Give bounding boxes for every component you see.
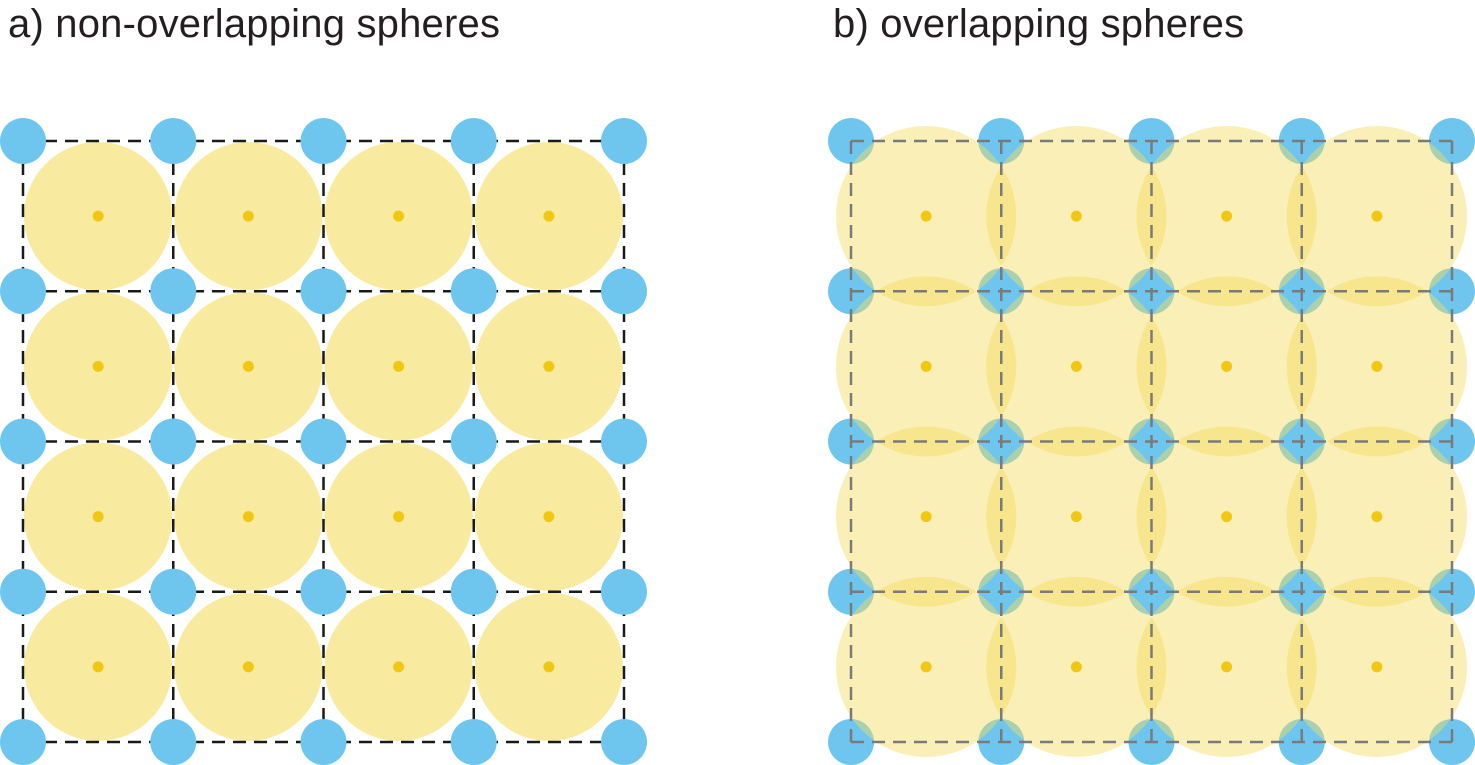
lattice-node [601, 268, 647, 315]
sphere-center-dot [92, 661, 104, 673]
lattice-node [150, 268, 197, 315]
sphere-center-dot [242, 360, 254, 372]
sphere-center-dot [242, 210, 254, 222]
center-dot-group [92, 210, 555, 673]
lattice-node [601, 418, 647, 465]
lattice-node [300, 268, 347, 315]
panel-b-title: b) overlapping spheres [833, 2, 1245, 46]
sphere-center-dot [543, 360, 555, 372]
sphere-center-dot [1221, 360, 1233, 372]
sphere-center-dot [1371, 661, 1383, 673]
sphere-center-dot [92, 360, 104, 372]
sphere-center-dot [393, 661, 405, 673]
sphere-center-dot [1221, 511, 1233, 523]
sphere-center-dot [920, 511, 932, 523]
lattice-node [300, 719, 347, 765]
lattice-node [0, 719, 46, 765]
grid-lines [849, 139, 1454, 744]
sphere-center-dot [1371, 210, 1383, 222]
sphere-center-dot [543, 210, 555, 222]
sphere-center-dot [920, 661, 932, 673]
lattice-node [0, 418, 46, 465]
lattice-node [300, 118, 347, 164]
sphere-center-dot [1070, 360, 1082, 372]
lattice-node [450, 719, 497, 765]
sphere-center-dot [543, 661, 555, 673]
sphere-center-dot [393, 360, 405, 372]
sphere-center-dot [1221, 210, 1233, 222]
panel-a-title: a) non-overlapping spheres [8, 2, 501, 46]
lattice-node [450, 268, 497, 315]
lattice-node [0, 268, 46, 315]
lattice-node [150, 418, 197, 465]
lattice-node [601, 118, 647, 164]
lattice-node [0, 118, 46, 164]
lattice-node [450, 568, 497, 615]
sphere-center-dot [1070, 210, 1082, 222]
sphere-center-dot [92, 511, 104, 523]
sphere-center-dot [543, 511, 555, 523]
lattice-node [0, 568, 46, 615]
node-group [0, 118, 647, 765]
lattice-node [150, 118, 197, 164]
sphere-center-dot [1221, 661, 1233, 673]
sphere-center-dot [92, 210, 104, 222]
sphere-center-dot [920, 360, 932, 372]
lattice-node [150, 719, 197, 765]
panel-b-lattice [828, 118, 1475, 765]
lattice-node [150, 568, 197, 615]
lattice-node [450, 118, 497, 164]
sphere-center-dot [393, 210, 405, 222]
sphere-center-dot [393, 511, 405, 523]
lattice-node [300, 568, 347, 615]
lattice-node [601, 719, 647, 765]
sphere-center-dot [242, 661, 254, 673]
sphere-center-dot [242, 511, 254, 523]
sphere-center-dot [1070, 511, 1082, 523]
sphere-center-dot [920, 210, 932, 222]
center-dot-group [920, 210, 1383, 673]
lattice-node [450, 418, 497, 465]
lattice-node [601, 568, 647, 615]
sphere-center-dot [1371, 360, 1383, 372]
sphere-center-dot [1371, 511, 1383, 523]
lattice-node [300, 418, 347, 465]
sphere-center-dot [1070, 661, 1082, 673]
panel-a-lattice [0, 118, 647, 765]
